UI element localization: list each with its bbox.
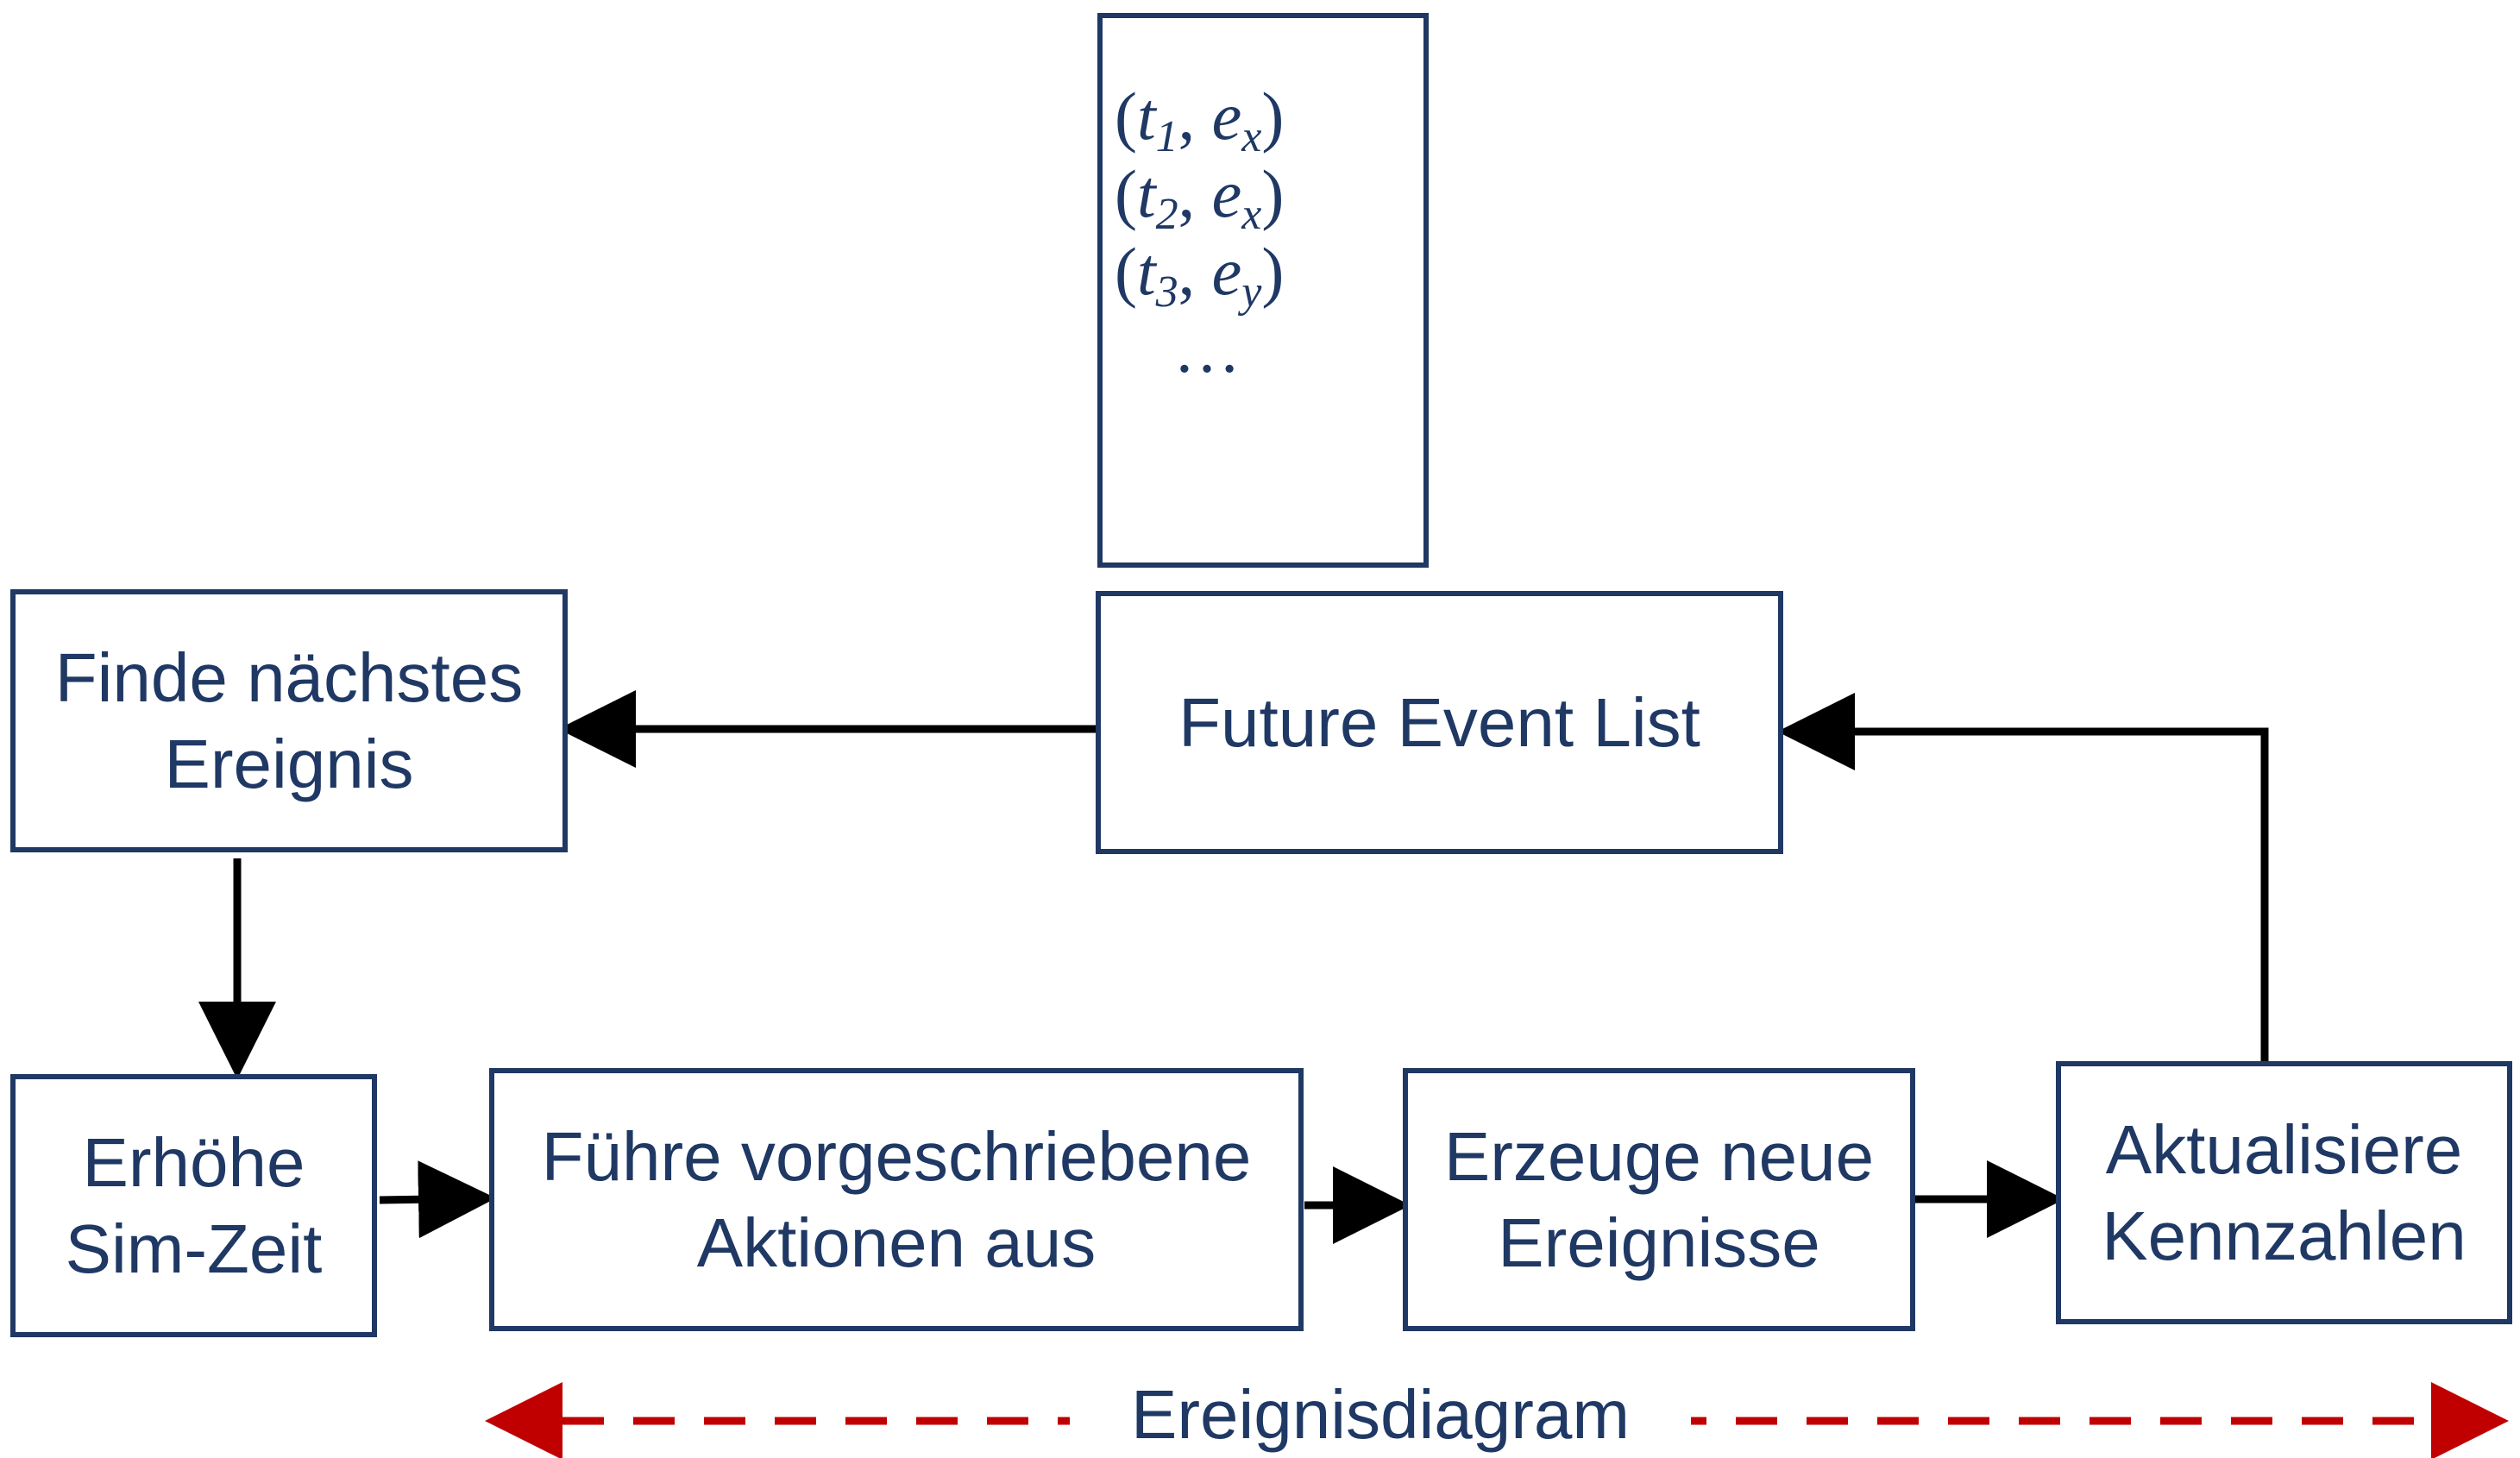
future-event-list-label: Future Event List (1178, 683, 1700, 761)
event-entry-3: (t3, ey) (1115, 234, 1285, 317)
increase-sim-time-box: Erhöhe Sim-Zeit (10, 1074, 377, 1337)
increase-sim-time-label: Erhöhe Sim-Zeit (65, 1123, 323, 1287)
update-metrics-box: Aktualisiere Kennzahlen (2056, 1061, 2512, 1324)
find-next-event-box: Finde nächstes Ereignis (10, 589, 568, 852)
arrow-increase-to-execute (379, 1160, 496, 1239)
ereignisdiagram-label: Ereignisdiagram (1070, 1372, 1691, 1458)
execute-actions-box: Führe vorgeschriebene Aktionen aus (489, 1068, 1304, 1331)
arrow-update-to-fel (1777, 693, 2269, 1061)
event-entry-2: (t2, ex) (1115, 156, 1285, 239)
future-event-list-store (1097, 13, 1429, 568)
find-next-event-label: Finde nächstes Ereignis (54, 638, 524, 802)
execute-actions-label: Führe vorgeschriebene Aktionen aus (541, 1117, 1252, 1281)
generate-new-events-label: Erzeuge neue Ereignisse (1443, 1117, 1875, 1281)
update-metrics-label: Aktualisiere Kennzahlen (2102, 1110, 2467, 1274)
event-entry-1: (t1, ex) (1115, 79, 1285, 161)
event-entry-ellipsis: … (1173, 311, 1241, 386)
generate-new-events-box: Erzeuge neue Ereignisse (1403, 1068, 1915, 1331)
future-event-list-box: Future Event List (1096, 591, 1783, 854)
